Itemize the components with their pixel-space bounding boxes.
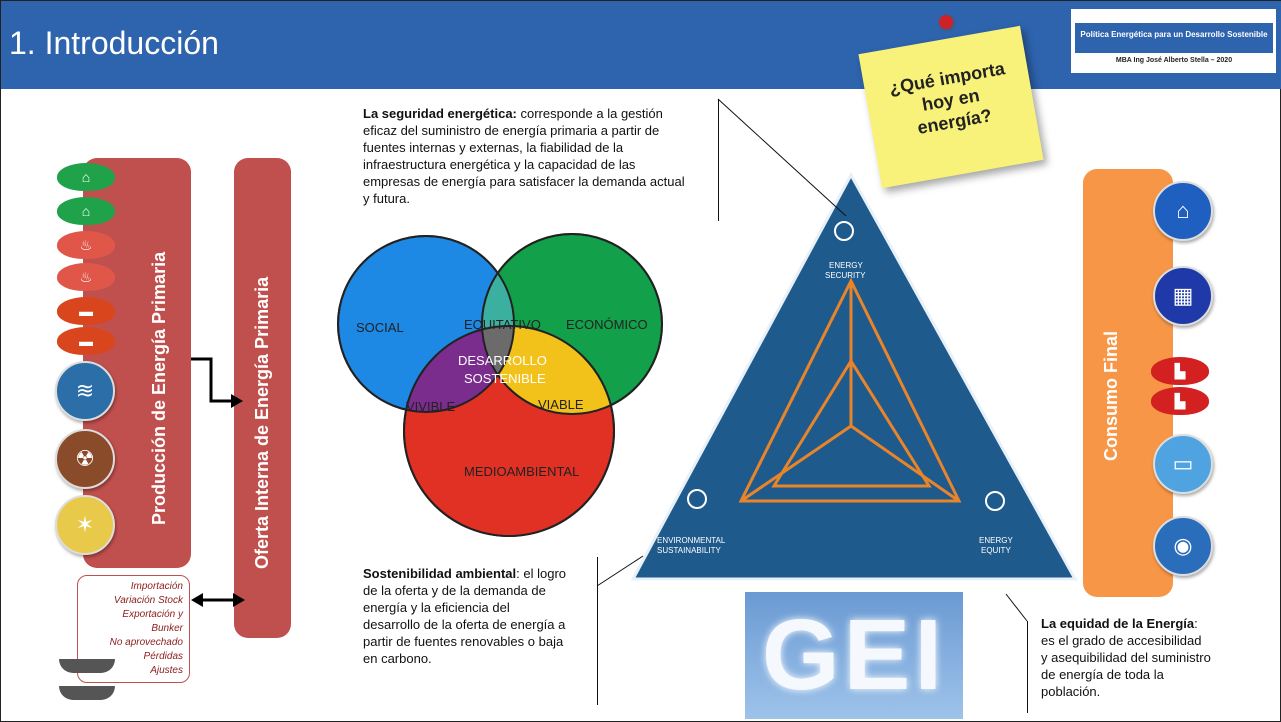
energy-trilemma: ENERGY SECURITY ENVIRONMENTAL SUSTAINABI… xyxy=(630,171,1078,581)
sticky-note: ¿Qué importa hoy en energía? xyxy=(858,25,1044,189)
list-item: Ajustes xyxy=(150,665,183,676)
arrow-head-right xyxy=(233,593,245,607)
plug-icon xyxy=(985,491,1005,511)
venn-desarrollo-label: DESARROLLO xyxy=(458,353,547,368)
list-item: Pérdidas xyxy=(143,651,183,662)
venn-medioambiental-label: MEDIOAMBIENTAL xyxy=(464,464,579,479)
tree-icon xyxy=(687,489,707,509)
vivible-overlap xyxy=(404,326,514,412)
list-item: Exportación y xyxy=(122,609,183,620)
truck-icon: ▭ xyxy=(1153,434,1213,494)
viable-overlap xyxy=(482,326,614,414)
venn-economico-label: ECONÓMICO xyxy=(566,317,648,332)
consumption-bar xyxy=(1083,169,1173,597)
list-item: Bunker xyxy=(151,623,183,634)
title-bar: 1. Introducción xyxy=(1,1,1281,89)
trilemma-environment-label-1: ENVIRONMENTAL xyxy=(657,536,726,545)
push-pin-icon xyxy=(939,15,953,29)
adjustments-list: Importación Variación Stock Exportación … xyxy=(73,580,183,678)
nuclear-icon: ☢ xyxy=(55,429,115,489)
supply-bar xyxy=(234,158,291,638)
factory-icon: ▙ xyxy=(1151,387,1209,415)
trilemma-inner-triangle xyxy=(738,277,962,503)
transmission-tower-icon: ⌂ xyxy=(57,197,115,225)
lock-icon xyxy=(834,221,854,241)
sustainability-paragraph: Sostenibilidad ambiental: el logro de la… xyxy=(363,565,568,667)
list-item: Importación xyxy=(130,581,183,592)
sticky-note-text: ¿Qué importa hoy en energía? xyxy=(887,58,1007,138)
security-lead: La seguridad energética: xyxy=(363,106,517,121)
trilemma-security-label-1: ENERGY xyxy=(829,261,863,270)
venn-vivible-label: VIVIBLE xyxy=(406,399,455,414)
equity-lead: La equidad de la Energía xyxy=(1041,616,1195,631)
trilemma-environment-label-2: SUSTAINABILITY xyxy=(657,546,722,555)
equity-paragraph: La equidad de la Energía: es el grado de… xyxy=(1041,615,1211,700)
trilemma-score-triangle xyxy=(771,358,932,488)
trilemma-equity-label-1: ENERGY xyxy=(979,536,1013,545)
arrow-head-left xyxy=(191,593,203,607)
coal-mine-icon: ▬ xyxy=(57,327,115,355)
gei-text: GEI xyxy=(761,599,947,711)
list-item: Variación Stock xyxy=(113,595,183,606)
coal-mine-icon: ▬ xyxy=(57,297,115,325)
trilemma-security-label-2: SECURITY xyxy=(825,271,866,280)
adjustments-box: Importación Variación Stock Exportación … xyxy=(77,575,190,683)
gas-flame-icon: ♨ xyxy=(57,263,115,291)
hydro-dam-icon: ≋ xyxy=(55,361,115,421)
equity-body: : es el grado de accesibilidad y asequib… xyxy=(1041,616,1211,699)
ship-icon xyxy=(59,686,115,700)
venn-diagram: SOCIAL ECONÓMICO EQUITATIVO DESARROLLO S… xyxy=(337,233,663,537)
trilemma-equity-label-2: EQUITY xyxy=(981,546,1011,555)
tractor-icon: ◉ xyxy=(1153,516,1213,576)
production-to-supply-arrow xyxy=(191,357,233,403)
connector-line xyxy=(718,99,719,221)
ship-icon xyxy=(59,659,115,673)
security-body: corresponde a la gestión eficaz del sumi… xyxy=(363,106,685,206)
trilemma-triangle xyxy=(630,171,1078,581)
credit-box: Política Energética para un Desarrollo S… xyxy=(1069,9,1276,73)
connector-line xyxy=(597,557,598,705)
venn-social-label: SOCIAL xyxy=(356,320,404,335)
course-title: Política Energética para un Desarrollo S… xyxy=(1075,23,1273,53)
venn-equitativo-label: EQUITATIVO xyxy=(464,317,541,332)
venn-sostenible-label: SOSTENIBLE xyxy=(464,371,546,386)
slide-title: 1. Introducción xyxy=(9,25,219,61)
flow-arrows xyxy=(191,357,245,607)
gei-cloud-image: GEI xyxy=(745,592,963,719)
list-item: No aprovechado xyxy=(109,637,183,648)
connector-lines xyxy=(596,98,1028,622)
venn-viable-label: VIABLE xyxy=(538,397,584,412)
arrow-head xyxy=(231,394,243,408)
gas-flame-icon: ♨ xyxy=(57,231,115,259)
sustainability-lead: Sostenibilidad ambiental xyxy=(363,566,517,581)
building-icon: ▦ xyxy=(1153,266,1213,326)
sustainability-body: : el logro de la oferta y de la demanda … xyxy=(363,566,567,666)
factory-icon: ▙ xyxy=(1151,357,1209,385)
renewables-icon: ✶ xyxy=(55,495,115,555)
security-paragraph: La seguridad energética: corresponde a l… xyxy=(363,105,693,207)
author-credit: MBA Ing José Alberto Stella – 2020 xyxy=(1115,57,1233,64)
house-icon: ⌂ xyxy=(1153,181,1213,241)
connector-line xyxy=(1027,621,1028,713)
transmission-tower-icon: ⌂ xyxy=(57,163,115,191)
